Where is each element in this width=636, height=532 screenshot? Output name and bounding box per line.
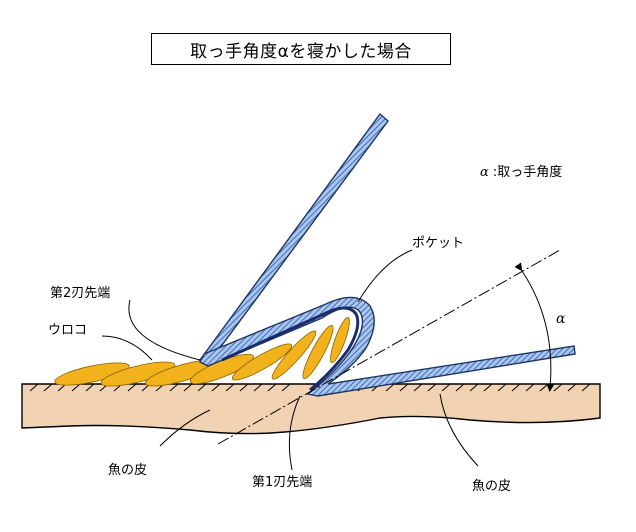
leader-second-blade-tip — [128, 299, 201, 361]
scale — [231, 343, 293, 381]
blade — [199, 296, 576, 397]
leader-lines — [101, 249, 479, 471]
scale — [271, 330, 317, 380]
leader-pocket — [357, 249, 413, 303]
title: 取っ手角度αを寝かした場合 — [190, 41, 412, 62]
angle-arc — [514, 262, 555, 392]
scales — [54, 316, 350, 387]
legend-alpha-symbol: α — [480, 165, 489, 180]
legend-text: :取っ手角度 — [492, 165, 563, 180]
title-box: 取っ手角度αを寝かした場合 — [151, 33, 451, 65]
label-alpha: α — [556, 311, 566, 327]
label-pocket: ポケット — [412, 236, 465, 251]
scale — [302, 324, 334, 380]
scale — [54, 362, 130, 386]
legend: α :取っ手角度 — [480, 166, 562, 179]
label-first-blade-tip: 第1刃先端 — [252, 475, 313, 490]
fish-skin-body — [21, 383, 601, 435]
label-scales: ウロコ — [48, 323, 88, 338]
leader-fish-skin-left — [159, 409, 211, 447]
pocket-inner-edge — [221, 306, 360, 392]
leader-scales — [101, 335, 153, 361]
label-second-blade-tip: 第2刃先端 — [50, 286, 111, 301]
leader-first-blade-tip — [288, 395, 301, 471]
leader-fish-skin-right — [439, 393, 479, 467]
scale — [330, 316, 350, 364]
reference-line — [217, 249, 561, 445]
scale — [100, 361, 176, 387]
label-fish-skin-right: 魚の皮 — [472, 479, 512, 494]
label-fish-skin-left: 魚の皮 — [108, 463, 148, 478]
